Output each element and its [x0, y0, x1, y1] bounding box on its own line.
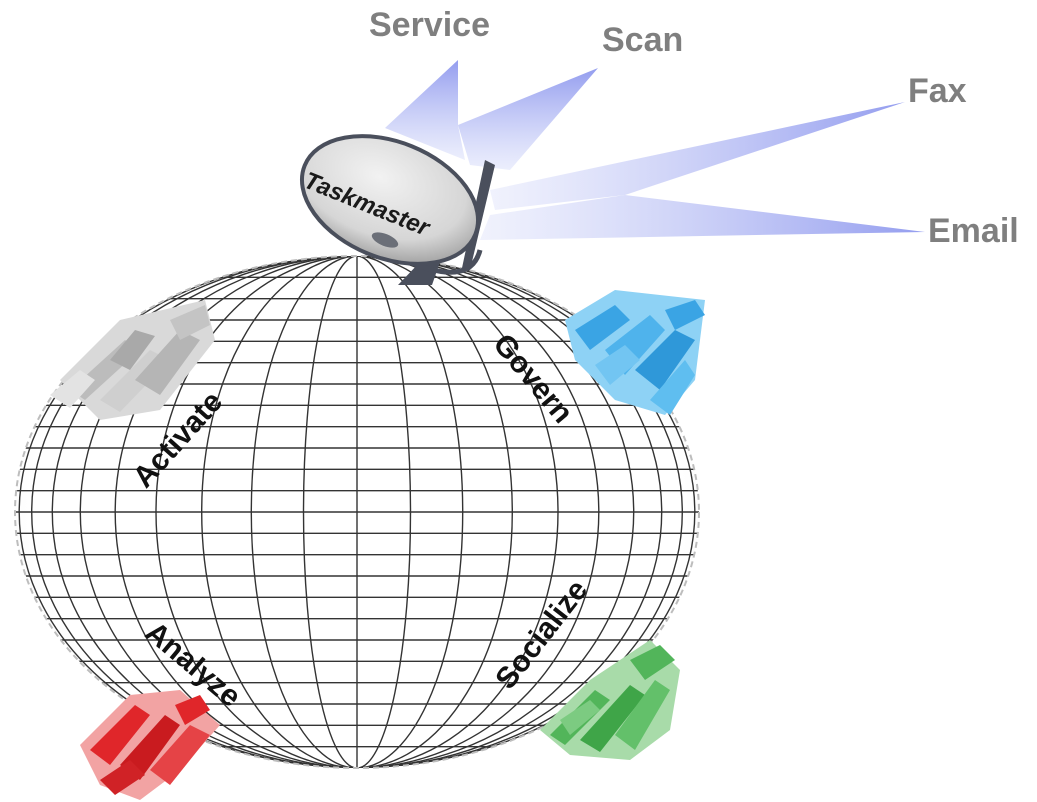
gray-city-icon	[50, 300, 215, 420]
beam-fax	[490, 102, 905, 210]
blue-city-icon	[565, 290, 705, 415]
channel-label-fax: Fax	[908, 72, 967, 110]
green-city-icon	[540, 640, 680, 760]
satellite-dish-icon	[299, 134, 495, 285]
channel-label-email: Email	[928, 212, 1019, 250]
beam-scan	[458, 68, 598, 170]
channel-label-scan: Scan	[602, 21, 684, 59]
beam-email	[480, 195, 925, 240]
channel-label-service: Service	[369, 6, 490, 44]
globe	[14, 255, 700, 769]
red-city-icon	[80, 690, 220, 800]
signal-beams	[385, 60, 925, 240]
beam-service	[385, 60, 465, 160]
